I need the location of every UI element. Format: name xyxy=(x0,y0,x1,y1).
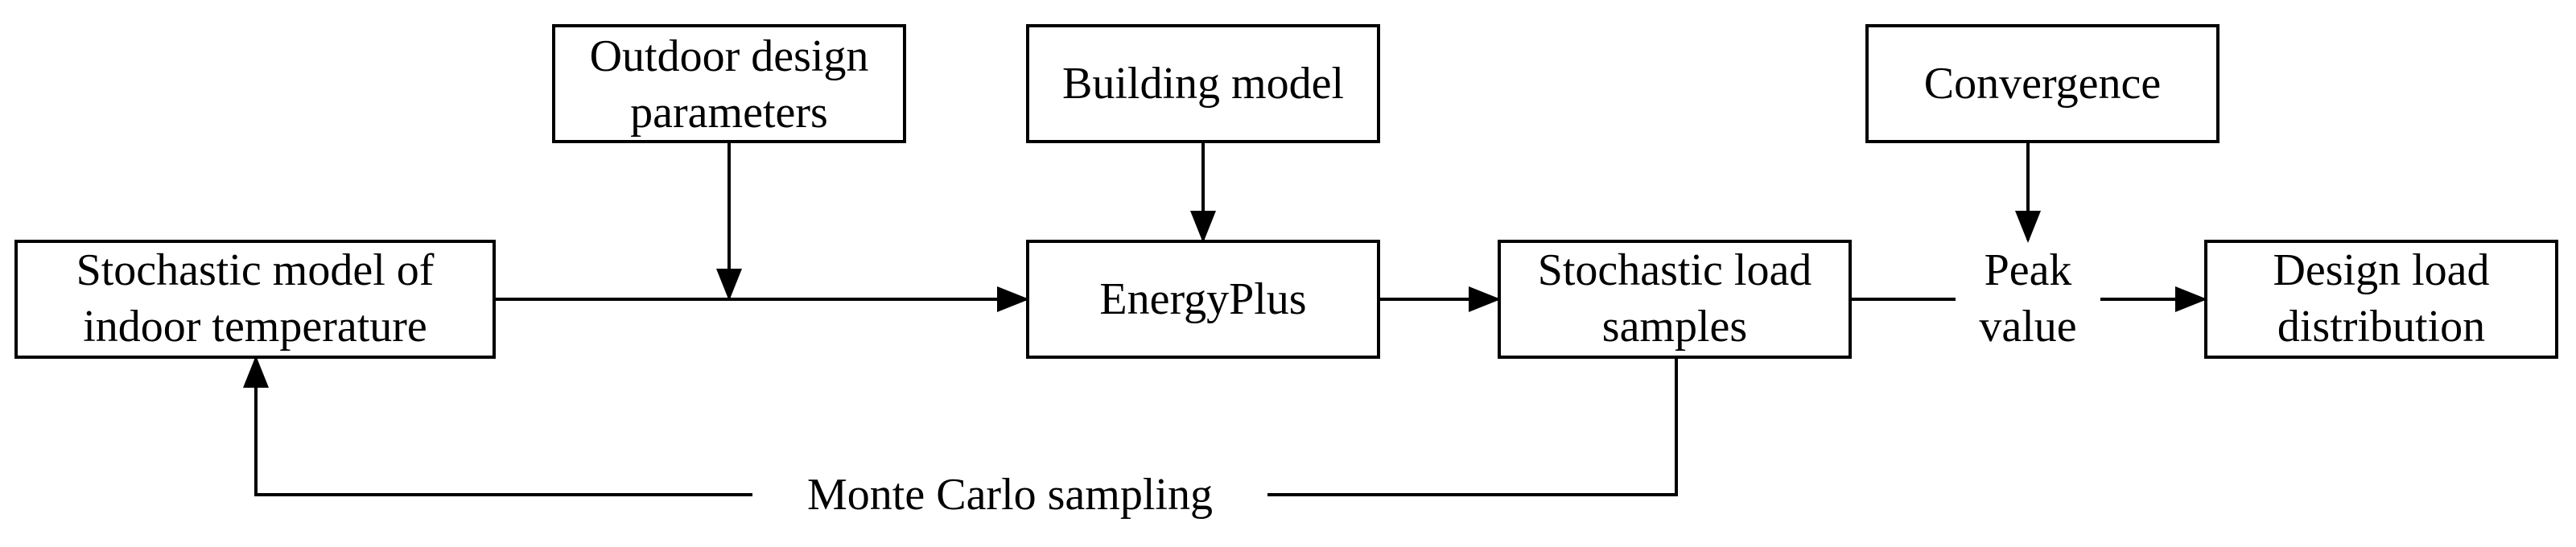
stochastic-indoor-label: Stochastic model of xyxy=(76,245,435,295)
building-model-label: Building model xyxy=(1062,59,1344,109)
outdoor-design-label: Outdoor design xyxy=(590,31,869,81)
peak-value-label: Peak xyxy=(1985,245,2072,295)
convergence-box xyxy=(1865,24,2219,143)
stochastic-indoor-label-line2: indoor temperature xyxy=(83,302,427,352)
peak-value-label-line2: value xyxy=(1979,302,2076,352)
design-load-label-line2: distribution xyxy=(2277,302,2485,352)
outdoor-design-label-line2: parameters xyxy=(630,88,828,138)
load-feedback-line xyxy=(1267,357,1678,496)
monte-carlo-label: Monte Carlo sampling xyxy=(807,470,1213,520)
design-load-label: Design load xyxy=(2273,245,2489,295)
stochastic-load-label-line2: samples xyxy=(1602,302,1747,352)
stochastic-load-label: Stochastic load xyxy=(1538,245,1812,295)
energyplus-label: EnergyPlus xyxy=(1099,274,1306,324)
feedback-to-indoor-arrow xyxy=(243,356,752,496)
convergence-label: Convergence xyxy=(1924,59,2161,109)
